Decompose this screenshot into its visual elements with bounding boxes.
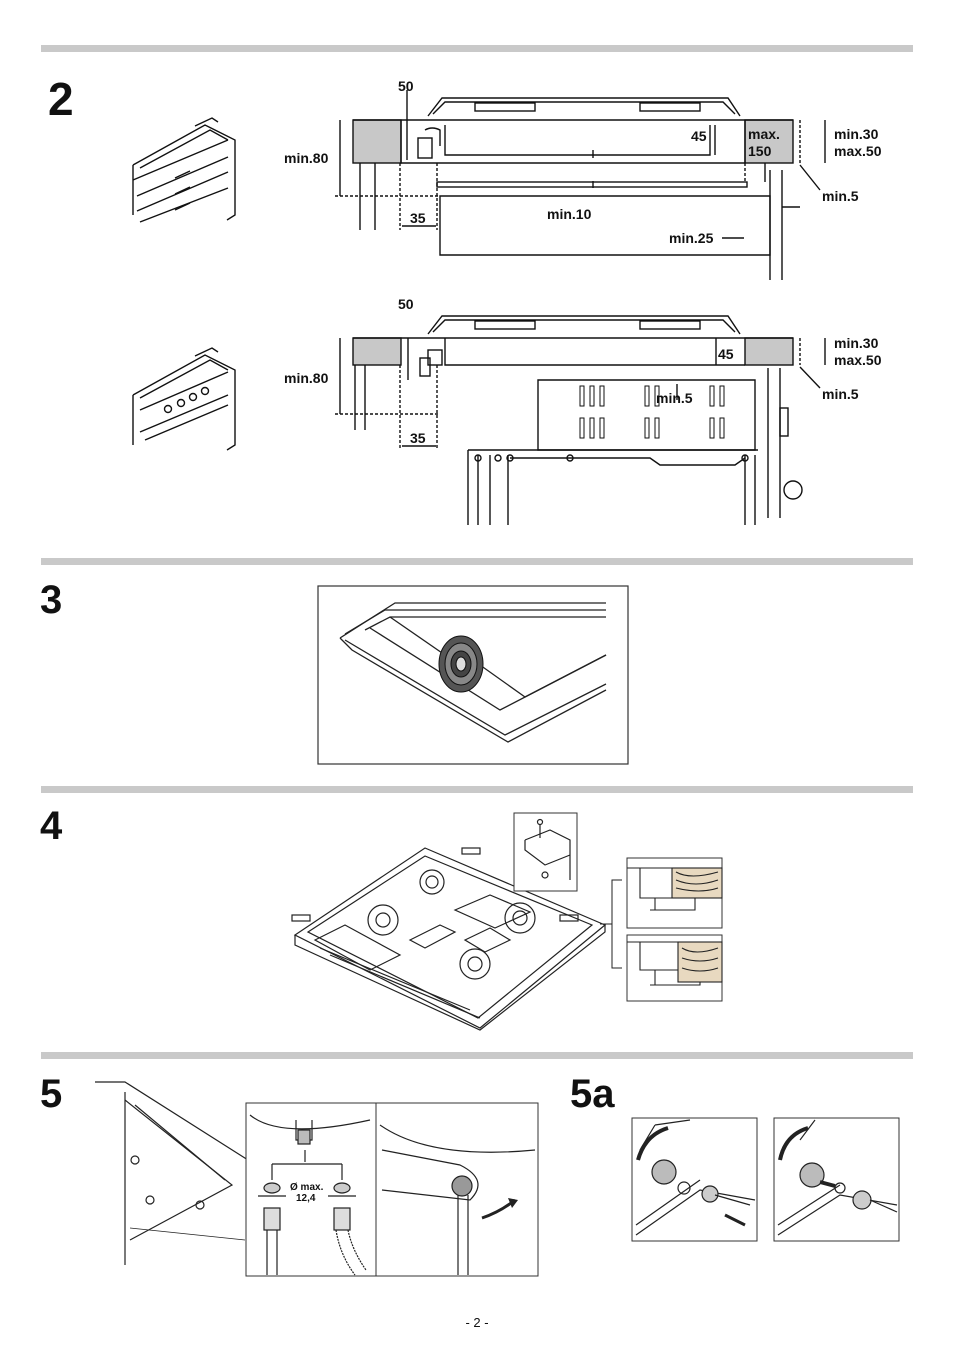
fig5-dia-value: 12,4 bbox=[296, 1193, 316, 1204]
dim-50-bottom: 50 bbox=[398, 296, 414, 312]
dim-min5-inner: min.5 bbox=[656, 390, 693, 406]
section-number-3: 3 bbox=[40, 578, 63, 622]
section-number-4: 4 bbox=[40, 804, 63, 848]
dim-150-top: 150 bbox=[748, 143, 772, 159]
hob-section-drawing-bottom bbox=[335, 315, 826, 525]
section-number-5a: 5a bbox=[570, 1072, 615, 1116]
dim-min5-top: min.5 bbox=[822, 188, 859, 204]
dim-min80-top: min.80 bbox=[284, 150, 329, 166]
dim-50-top: 50 bbox=[398, 78, 414, 94]
dim-min25-top: min.25 bbox=[669, 230, 714, 246]
dim-max-label-top: max. bbox=[748, 126, 780, 142]
hob-section-drawing-top bbox=[335, 90, 826, 280]
fig5-dia-label: Ø max. bbox=[290, 1182, 324, 1193]
dim-35-top: 35 bbox=[410, 210, 426, 226]
dim-35-bottom: 35 bbox=[410, 430, 426, 446]
dim-min5-right: min.5 bbox=[822, 386, 859, 402]
cabinet-oven-illustration bbox=[132, 347, 236, 451]
dim-min30-top: min.30 bbox=[834, 126, 879, 142]
section-number-5: 5 bbox=[40, 1072, 63, 1116]
dim-45-bottom: 45 bbox=[718, 346, 734, 362]
dim-min10-top: min.10 bbox=[547, 206, 592, 222]
section-bar-3 bbox=[41, 558, 913, 565]
section-bar-4 bbox=[41, 786, 913, 793]
cabinet-drawers-illustration bbox=[132, 117, 236, 223]
section-number-2: 2 bbox=[48, 73, 74, 125]
section-bar-5 bbox=[41, 1052, 913, 1059]
dim-min30-bottom: min.30 bbox=[834, 335, 879, 351]
dim-max50-top: max.50 bbox=[834, 143, 882, 159]
section-bar-2 bbox=[41, 45, 913, 52]
dim-45-top: 45 bbox=[691, 128, 707, 144]
page-number: - 2 - bbox=[465, 1315, 489, 1330]
seal-roll-illustration bbox=[438, 635, 484, 693]
figure-2: 50 45 max. 150 min.30 max.50 min.80 min.… bbox=[132, 78, 882, 525]
dim-max50-bottom: max.50 bbox=[834, 352, 882, 368]
dim-min80-bottom: min.80 bbox=[284, 370, 329, 386]
